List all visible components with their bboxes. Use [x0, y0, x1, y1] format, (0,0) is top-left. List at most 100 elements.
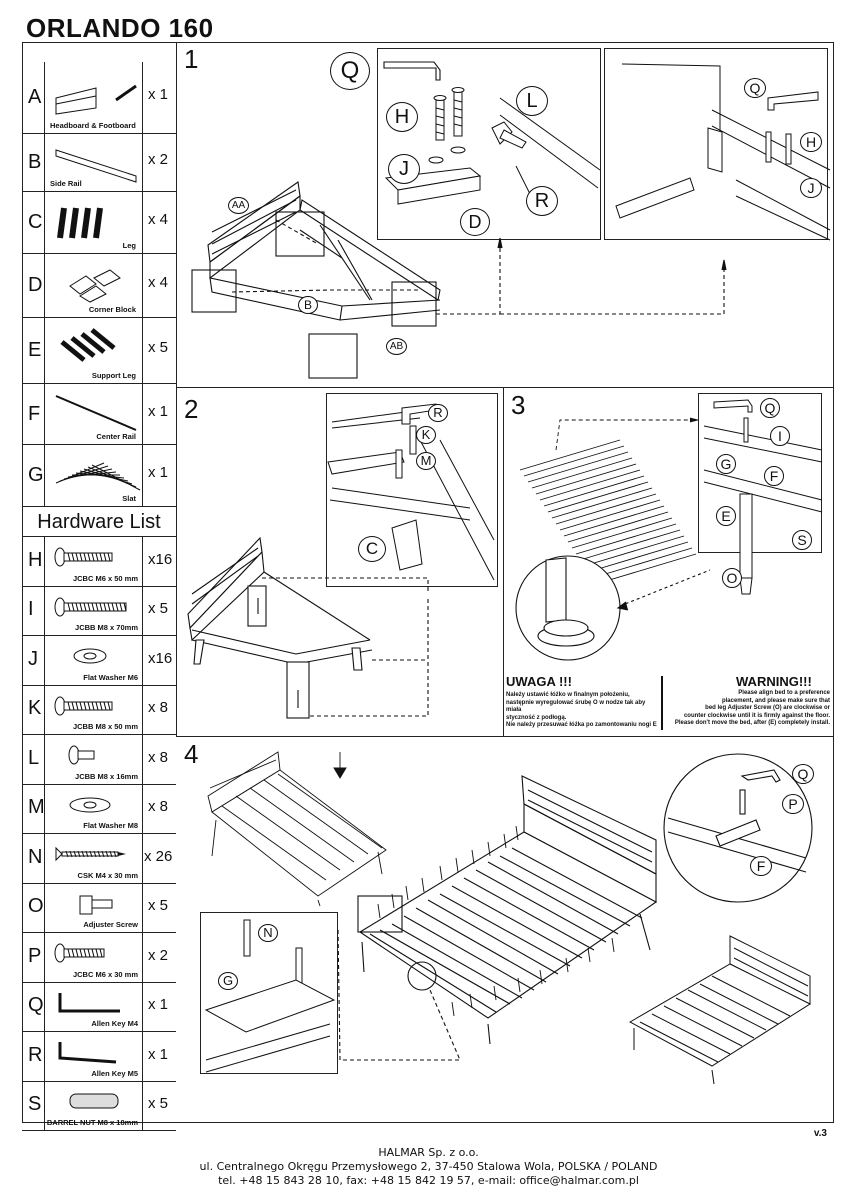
row-divider [142, 1081, 143, 1130]
row-divider [142, 384, 143, 444]
callout-g-step4: G [218, 972, 238, 990]
callout-n-step4: N [258, 924, 278, 942]
callout-o-step3: O [722, 568, 742, 588]
callout-c-step2: C [358, 536, 386, 562]
part-letter: B [28, 151, 42, 173]
row-divider [142, 784, 143, 833]
hardware-q-icon [58, 992, 120, 1012]
row-divider [44, 318, 45, 383]
part-qty: x 4 [148, 274, 169, 291]
row-divider [142, 834, 143, 883]
part-caption: Headboard & Footboard [50, 121, 136, 130]
row-divider [44, 445, 45, 506]
row-divider [44, 933, 45, 982]
hardware-qty: x 5 [148, 1095, 169, 1113]
callout-j-detail-b: J [800, 178, 822, 198]
callout-l-step1: L [516, 86, 548, 116]
row-divider [142, 883, 143, 932]
uwaga-line: następnie wyregulować śrubę O w nodze ta… [506, 699, 646, 714]
part-e-icon [60, 328, 116, 362]
hardware-letter: R [28, 1043, 43, 1066]
callout-q-step1: Q [330, 52, 370, 90]
row-divider [44, 784, 45, 833]
part-qty: x 5 [148, 339, 169, 356]
hardware-qty: x16 [148, 550, 173, 568]
callout-i-step3: I [770, 426, 790, 446]
row-divider [142, 586, 143, 635]
hardware-letter: N [28, 845, 43, 868]
callout-f-step4: F [750, 856, 772, 876]
step4-finished-bed-drawing [628, 935, 812, 1085]
callout-s-step3: S [792, 530, 812, 550]
hardware-caption: Allen Key M4 [91, 1019, 138, 1028]
row-divider [44, 384, 45, 444]
page-title: ORLANDO 160 [26, 13, 214, 43]
hardware-caption: JCBC M6 x 30 mm [72, 969, 138, 979]
callout-r-step2: R [428, 404, 448, 422]
row-divider [142, 1032, 143, 1081]
version-label: v.3 [813, 1128, 827, 1139]
step2-bed-drawing [187, 536, 429, 719]
part-caption: Support Leg [91, 371, 136, 380]
row-divider [142, 134, 143, 191]
warning-title: WARNING!!! [736, 674, 812, 689]
row-divider [44, 1081, 45, 1130]
callout-r-step1: R [526, 186, 558, 216]
row-divider [142, 318, 143, 383]
hardware-qty: x 5 [148, 600, 169, 618]
hardware-caption: Flat Washer M8 [83, 821, 138, 830]
callout-h-detail-b: H [800, 132, 822, 152]
callout-k-step2: K [416, 426, 436, 444]
part-d-icon [69, 269, 121, 303]
part-qty: x 4 [148, 211, 169, 228]
uwaga-line: styczność z podłogą. [506, 714, 567, 721]
step1-detail-b-drawing [615, 63, 831, 241]
callout-q-step4: Q [792, 764, 814, 784]
hardware-caption: CSK M4 x 30 mm [77, 870, 138, 880]
row-divider [142, 735, 143, 784]
footer-contact: tel. +48 15 843 28 10, fax: +48 15 842 1… [218, 1174, 639, 1187]
row-divider [142, 636, 143, 685]
hardware-caption: JCBB M8 x 70mm [75, 623, 138, 632]
step4-detail-drawing [204, 919, 336, 1073]
row-divider [142, 685, 143, 734]
hardware-m-icon [69, 797, 111, 812]
hardware-j-icon [73, 648, 107, 664]
step3-magnifier-drawing [515, 555, 711, 661]
row-divider [44, 134, 45, 191]
row-divider [44, 537, 45, 586]
row-divider [44, 735, 45, 784]
hardware-caption: JCBC M6 x 50 mm [72, 573, 138, 583]
part-caption: Corner Block [88, 305, 136, 314]
step2-detail-drawing [327, 403, 495, 581]
hardware-caption: Allen Key M5 [91, 1068, 138, 1078]
warning-line: counter clockwise until it is firmly aga… [683, 712, 830, 719]
hardware-h-icon [54, 547, 113, 567]
hardware-qty: x 26 [144, 847, 173, 865]
row-divider [142, 62, 143, 133]
part-qty: x 2 [148, 151, 169, 168]
callout-e-step3: E [716, 506, 736, 526]
hardware-letter: S [28, 1093, 42, 1116]
hardware-p-icon [54, 943, 105, 963]
footer-company: HALMAR Sp. z o.o. [378, 1146, 479, 1159]
row-divider [44, 982, 45, 1031]
part-letter: C [28, 211, 43, 233]
hardware-caption: JCBB M8 x 16mm [75, 771, 138, 781]
hardware-letter: K [28, 697, 42, 720]
part-letter: D [28, 274, 43, 296]
part-caption: Side Rail [50, 179, 82, 188]
hardware-qty: x 1 [148, 1045, 169, 1063]
hardware-r-icon [58, 1042, 117, 1064]
hardware-letter: H [28, 548, 43, 571]
warning-text: Please align bed to a preference placeme… [664, 690, 830, 728]
step-3-number: 3 [511, 390, 526, 420]
